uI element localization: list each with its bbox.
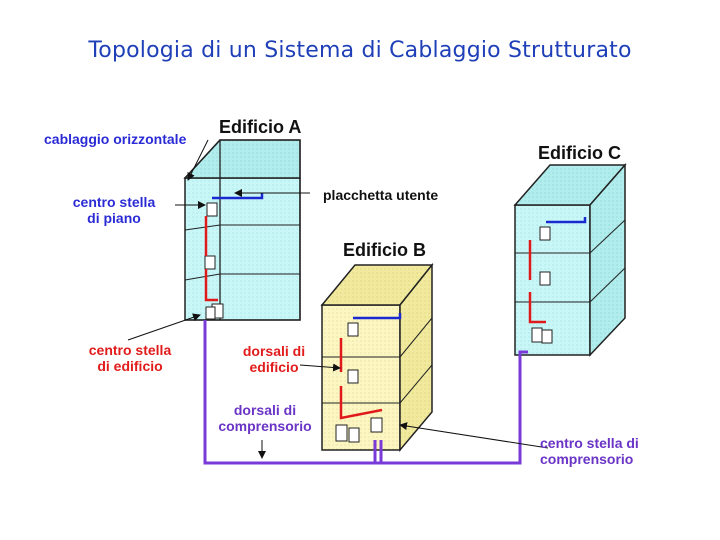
- building-backbone-line2: edificio: [249, 359, 299, 375]
- building-b: [320, 262, 434, 453]
- campus-backbone-label: dorsali di comprensorio: [210, 402, 320, 434]
- floor-star-center-line1: centro stella: [72, 194, 156, 210]
- campus-star-center-line1: centro stella di: [540, 435, 639, 451]
- campus-backbone-line1: dorsali di: [233, 402, 297, 418]
- campus-backbone: [203, 320, 528, 465]
- campus-backbone-line2: comprensorio: [218, 418, 312, 434]
- campus-star-center-label: centro stella di comprensorio: [540, 435, 639, 467]
- building-a: [183, 139, 301, 321]
- building-backbone-line1: dorsali di: [242, 343, 306, 359]
- building-star-center-line1: centro stella: [88, 342, 172, 358]
- building-backbone-label: dorsali di edificio: [232, 343, 316, 375]
- user-outlet-label: placchetta utente: [323, 187, 439, 203]
- floor-star-center-line2: di piano: [87, 210, 141, 226]
- building-c-label: Edificio C: [538, 143, 622, 163]
- page-title: Topologia di un Sistema di Cablaggio Str…: [88, 38, 632, 63]
- building-c: [513, 163, 627, 357]
- building-star-center-line2: di edificio: [97, 358, 163, 374]
- building-a-label: Edificio A: [219, 117, 302, 137]
- pointer-arrows: [127, 139, 549, 459]
- campus-star-center-line2: comprensorio: [540, 451, 634, 467]
- building-b-label: Edificio B: [343, 240, 427, 260]
- horizontal-cabling-label: cablaggio orizzontale: [44, 131, 187, 147]
- building-star-center-label: centro stella di edificio: [72, 342, 188, 374]
- floor-star-center-label: centro stella di piano: [58, 194, 170, 226]
